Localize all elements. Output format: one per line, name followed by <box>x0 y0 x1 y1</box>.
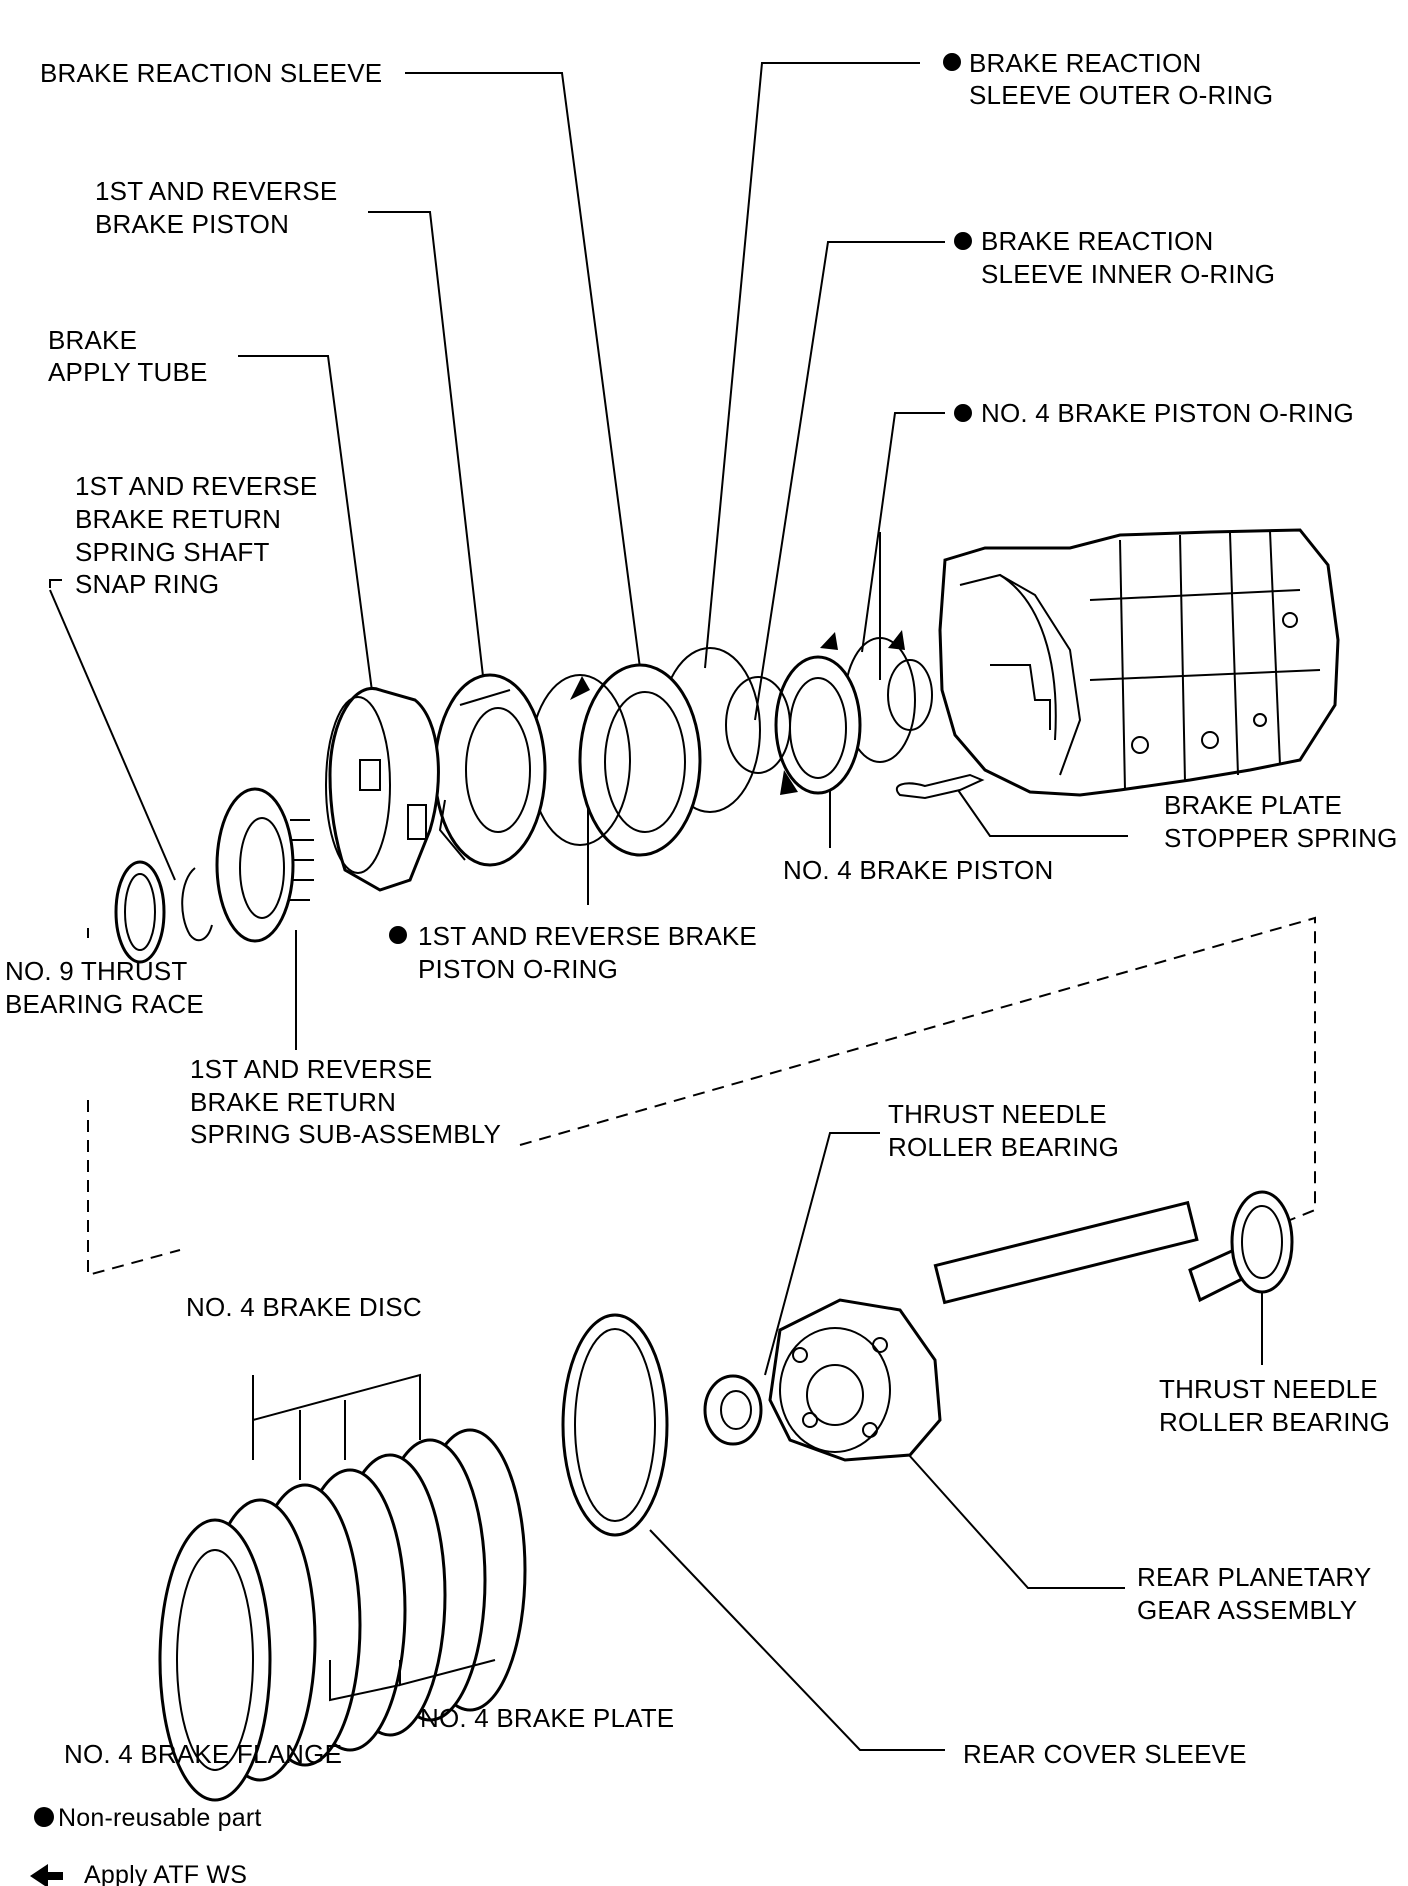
legend-apply-atf-text: Apply ATF WS <box>84 1861 247 1886</box>
label-inner-o-ring-line2: SLEEVE INNER O-RING <box>981 259 1275 289</box>
no4-brake-disc-pack <box>158 1373 527 1802</box>
label-snap-ring-line1: 1ST AND REVERSE <box>75 471 317 501</box>
rear-cover-sleeve <box>561 1313 669 1537</box>
label-thrust-bearing-right-line2: ROLLER BEARING <box>1159 1407 1390 1437</box>
label-stopper-spring-line1: BRAKE PLATE <box>1164 790 1342 820</box>
label-no4-brake-disc: NO. 4 BRAKE DISC <box>186 1292 422 1322</box>
brake-reaction-sleeve-inner <box>604 691 686 833</box>
label-outer-o-ring-line2: SLEEVE OUTER O-RING <box>969 80 1273 110</box>
label-outer-o-ring-line1: BRAKE REACTION <box>969 48 1202 78</box>
label-no4-brake-plate: NO. 4 BRAKE PLATE <box>420 1703 674 1733</box>
legend-dot-icon <box>34 1807 54 1827</box>
label-return-spring-line2: BRAKE RETURN <box>190 1087 396 1117</box>
non-reusable-dot <box>954 404 972 422</box>
dashed-alignment-lines <box>87 916 1316 1277</box>
label-brake-piston-line1: 1ST AND REVERSE <box>95 176 337 206</box>
label-snap-ring-line3: SPRING SHAFT <box>75 537 270 567</box>
label-rear-planetary-line1: REAR PLANETARY <box>1137 1562 1371 1592</box>
label-return-spring-line3: SPRING SUB-ASSEMBLY <box>190 1119 501 1149</box>
non-reusable-markers <box>34 53 972 1827</box>
no9-thrust-bearing-race <box>114 860 166 964</box>
upper-rings <box>529 637 933 857</box>
label-no4-brake-piston: NO. 4 BRAKE PISTON <box>783 855 1053 885</box>
thrust-needle-roller-bearing-left <box>703 1374 763 1446</box>
non-reusable-dot <box>943 53 961 71</box>
transmission-case <box>938 528 1340 797</box>
label-no4-piston-o-ring: NO. 4 BRAKE PISTON O-RING <box>981 398 1354 428</box>
label-stopper-spring-line2: STOPPER SPRING <box>1164 823 1398 853</box>
brake-plate-stopper-spring <box>895 773 985 800</box>
brake-reaction-sleeve-outer <box>578 663 702 857</box>
labels: BRAKE REACTION SLEEVE BRAKE REACTION SLE… <box>5 48 1398 1886</box>
label-piston-o-ring-line1: 1ST AND REVERSE BRAKE <box>418 921 757 951</box>
label-thrust-bearing-top-line2: ROLLER BEARING <box>888 1132 1119 1162</box>
brake-apply-tube <box>325 687 440 892</box>
label-rear-planetary-line2: GEAR ASSEMBLY <box>1137 1595 1357 1625</box>
atf-arrow <box>570 676 590 700</box>
legend-non-reusable-text: Non-reusable part <box>58 1804 262 1832</box>
brake-reaction-sleeve-inner-o-ring <box>725 676 791 774</box>
label-return-spring-line1: 1ST AND REVERSE <box>190 1054 432 1084</box>
label-thrust-bearing-right-line1: THRUST NEEDLE <box>1159 1374 1378 1404</box>
atf-arrow <box>820 632 838 650</box>
label-inner-o-ring-line1: BRAKE REACTION <box>981 226 1214 256</box>
label-brake-piston-line2: BRAKE PISTON <box>95 209 289 239</box>
non-reusable-dot <box>954 232 972 250</box>
label-no4-brake-flange: NO. 4 BRAKE FLANGE <box>64 1739 342 1769</box>
first-reverse-brake-piston <box>433 673 547 867</box>
atf-arrow <box>888 630 905 650</box>
label-brake-reaction-sleeve: BRAKE REACTION SLEEVE <box>40 58 382 88</box>
label-rear-cover-sleeve: REAR COVER SLEEVE <box>963 1739 1247 1769</box>
legend-arrow-icon <box>30 1864 63 1886</box>
label-apply-tube-line1: BRAKE <box>48 325 137 355</box>
label-snap-ring-line2: BRAKE RETURN <box>75 504 281 534</box>
label-thrust-bearing-top-line1: THRUST NEEDLE <box>888 1099 1107 1129</box>
label-no9-race-line1: NO. 9 THRUST <box>5 956 188 986</box>
return-spring-sub-assembly <box>215 787 314 943</box>
non-reusable-dot <box>389 926 407 944</box>
label-no9-race-line2: BEARING RACE <box>5 989 204 1019</box>
atf-arrows-upper <box>570 630 905 795</box>
label-snap-ring-line4: SNAP RING <box>75 569 219 599</box>
snap-ring <box>181 867 213 942</box>
atf-arrow <box>780 770 798 795</box>
label-apply-tube-line2: APPLY TUBE <box>48 357 208 387</box>
rear-planetary-gear-assembly <box>768 1200 1252 1462</box>
label-piston-o-ring-line2: PISTON O-RING <box>418 954 618 984</box>
